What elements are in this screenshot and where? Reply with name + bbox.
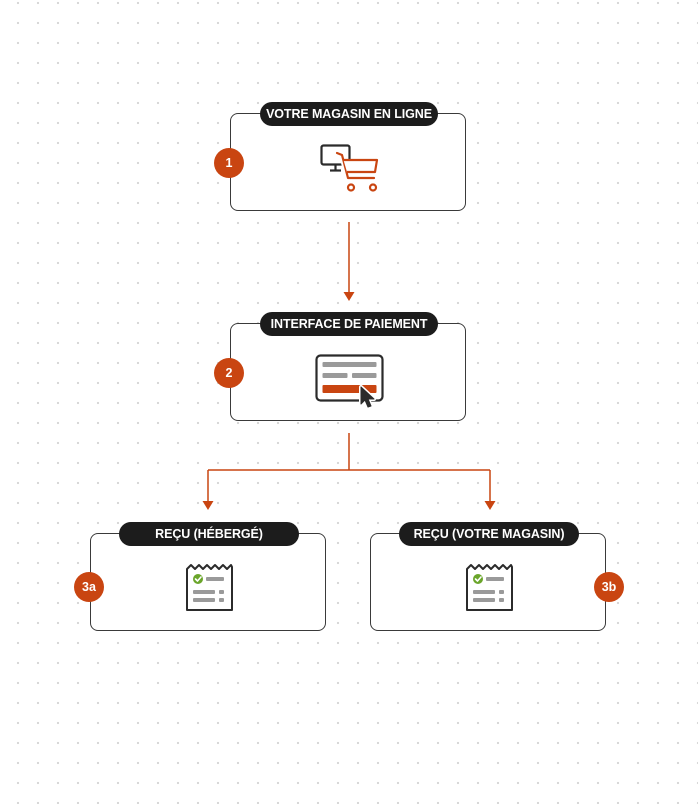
node-receipt-hosted: REÇU (HÉBERGÉ) — [90, 522, 326, 631]
computer-cart-icon — [320, 144, 380, 199]
node-label-receipt-store: REÇU (VOTRE MAGASIN) — [399, 522, 579, 546]
node-store: VOTRE MAGASIN EN LIGNE — [230, 102, 466, 211]
node-label-receipt-hosted: REÇU (HÉBERGÉ) — [119, 522, 299, 546]
node-receipt-store: REÇU (VOTRE MAGASIN) — [370, 522, 606, 631]
receipt-icon — [185, 563, 235, 618]
step-badge-3a: 3a — [74, 572, 104, 602]
receipt-icon — [465, 563, 515, 618]
payment-form-icon — [315, 354, 387, 415]
node-label-store: VOTRE MAGASIN EN LIGNE — [260, 102, 438, 126]
step-badge-2: 2 — [214, 358, 244, 388]
arrowhead-receipt-hosted — [202, 501, 214, 510]
step-badge-1: 1 — [214, 148, 244, 178]
arrowhead-payment — [343, 292, 355, 301]
arrowhead-receipt-store — [484, 501, 496, 510]
step-badge-3b: 3b — [594, 572, 624, 602]
node-label-payment: INTERFACE DE PAIEMENT — [260, 312, 438, 336]
node-payment: INTERFACE DE PAIEMENT — [230, 312, 466, 421]
